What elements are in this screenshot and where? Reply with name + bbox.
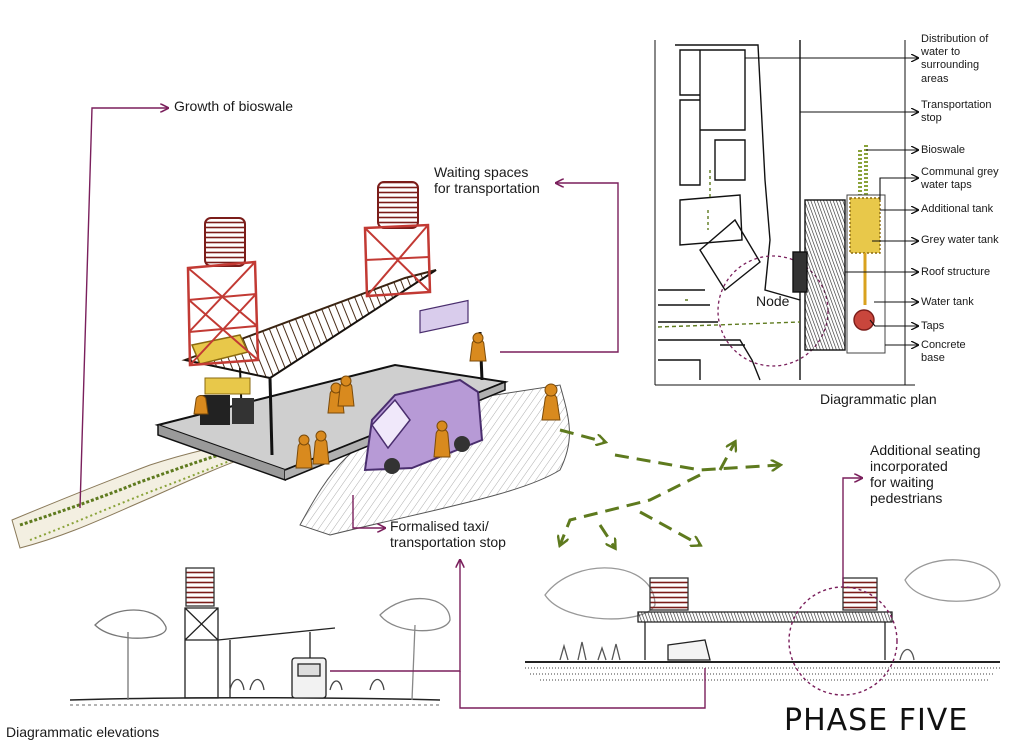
legend-communal-grey-water-taps: Communal grey water taps	[921, 166, 999, 192]
label-waiting-spaces: Waiting spaces for transportation	[434, 164, 540, 196]
legend-transportation-stop: Transportation stop	[921, 99, 992, 125]
label-diagrammatic-plan: Diagrammatic plan	[820, 391, 937, 407]
phase-title: PHASE FIVE	[784, 703, 968, 738]
legend-roof-structure: Roof structure	[921, 266, 990, 279]
site-plan	[655, 40, 915, 385]
elevation-left	[70, 568, 450, 705]
elevation-right	[525, 560, 1000, 695]
legend-taps: Taps	[921, 320, 944, 333]
legend-additional-tank: Additional tank	[921, 203, 993, 216]
label-node: Node	[756, 293, 789, 309]
label-additional-seating: Additional seating incorporated for wait…	[870, 442, 981, 506]
legend-water-tank: Water tank	[921, 296, 974, 309]
grey-water-units	[200, 378, 254, 425]
legend-water-distribution: Distribution of water to surrounding are…	[921, 33, 988, 86]
legend-concrete-base: Concrete base	[921, 339, 966, 365]
label-growth-of-bioswale: Growth of bioswale	[174, 98, 293, 114]
pedestrian-flow-arrows	[560, 430, 780, 548]
legend-grey-water-tank: Grey water tank	[921, 234, 999, 247]
legend-bioswale: Bioswale	[921, 144, 965, 157]
label-formalised-taxi: Formalised taxi/ transportation stop	[390, 518, 506, 550]
label-diagrammatic-elevations: Diagrammatic elevations	[6, 724, 159, 740]
